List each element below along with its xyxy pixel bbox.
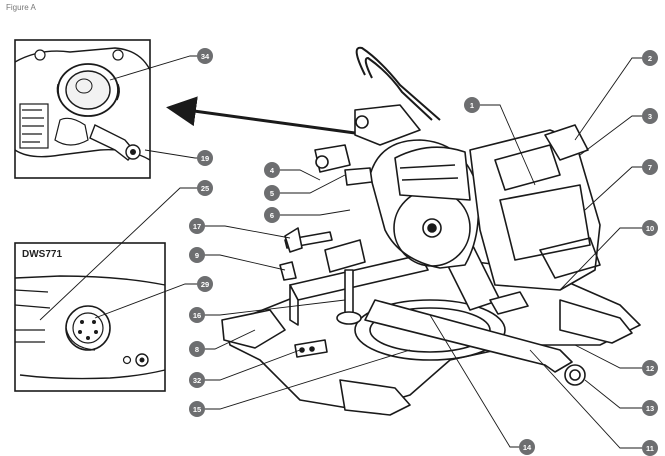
svg-text:2: 2 bbox=[648, 54, 652, 63]
callout-8: 8 bbox=[189, 341, 205, 357]
svg-text:13: 13 bbox=[646, 404, 654, 413]
detail-inset-dws771: DWS771 bbox=[14, 242, 166, 392]
svg-text:19: 19 bbox=[201, 154, 209, 163]
svg-text:16: 16 bbox=[193, 311, 201, 320]
callout-9: 9 bbox=[189, 247, 205, 263]
svg-text:1: 1 bbox=[470, 101, 474, 110]
svg-text:12: 12 bbox=[646, 364, 654, 373]
callout-5: 5 bbox=[264, 185, 280, 201]
detail-inset-top bbox=[14, 39, 151, 179]
svg-text:34: 34 bbox=[201, 52, 210, 61]
svg-text:14: 14 bbox=[523, 443, 532, 452]
callout-6: 6 bbox=[264, 207, 280, 223]
svg-text:29: 29 bbox=[201, 280, 209, 289]
svg-text:15: 15 bbox=[193, 405, 201, 414]
callout-2: 2 bbox=[642, 50, 658, 66]
callout-4: 4 bbox=[264, 162, 280, 178]
callout-29: 29 bbox=[197, 276, 213, 292]
svg-text:11: 11 bbox=[646, 444, 654, 453]
callout-32: 32 bbox=[189, 372, 205, 388]
callout-11: 11 bbox=[642, 440, 658, 456]
svg-text:32: 32 bbox=[193, 376, 201, 385]
svg-text:25: 25 bbox=[201, 184, 209, 193]
callout-1: 1 bbox=[464, 97, 480, 113]
callout-13: 13 bbox=[642, 400, 658, 416]
callout-10: 10 bbox=[642, 220, 658, 236]
leader-lines bbox=[39, 55, 642, 449]
callout-17: 17 bbox=[189, 218, 205, 234]
svg-text:4: 4 bbox=[270, 166, 275, 175]
saw-main-body bbox=[221, 46, 641, 416]
svg-text:3: 3 bbox=[648, 112, 652, 121]
callout-3: 3 bbox=[642, 108, 658, 124]
svg-text:10: 10 bbox=[646, 224, 654, 233]
svg-text:8: 8 bbox=[195, 345, 199, 354]
inset-model-label: DWS771 bbox=[22, 249, 62, 260]
callout-34: 34 bbox=[197, 48, 213, 64]
svg-text:6: 6 bbox=[270, 211, 274, 220]
callout-14: 14 bbox=[519, 439, 535, 455]
callout-25: 25 bbox=[197, 180, 213, 196]
svg-text:9: 9 bbox=[195, 251, 199, 260]
callout-7: 7 bbox=[642, 159, 658, 175]
callout-15: 15 bbox=[189, 401, 205, 417]
svg-text:17: 17 bbox=[193, 222, 201, 231]
figure-label: Figure A bbox=[6, 3, 36, 12]
svg-text:5: 5 bbox=[270, 189, 274, 198]
callout-19: 19 bbox=[197, 150, 213, 166]
callout-16: 16 bbox=[189, 307, 205, 323]
svg-text:7: 7 bbox=[648, 163, 652, 172]
callout-12: 12 bbox=[642, 360, 658, 376]
detail-arrow bbox=[166, 96, 356, 135]
